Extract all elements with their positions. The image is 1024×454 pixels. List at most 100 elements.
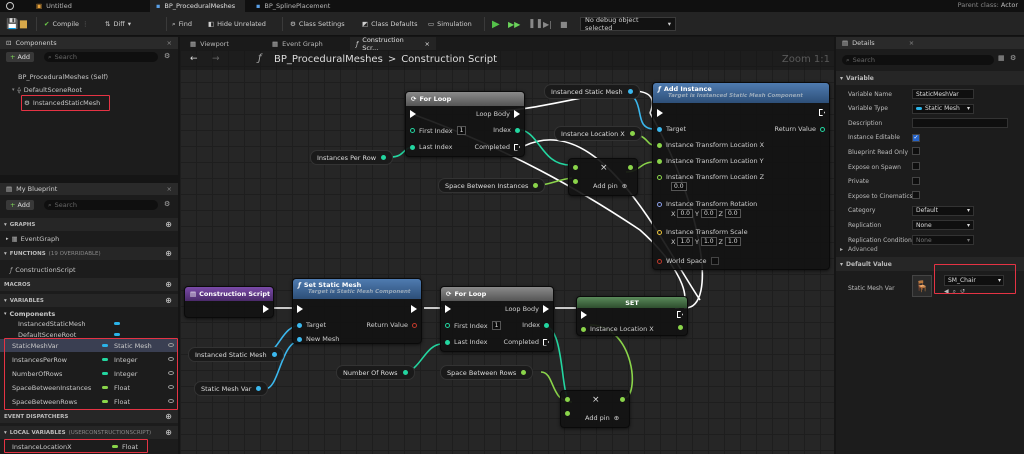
return-value-pin[interactable]: Return Value	[775, 125, 825, 133]
section-event-dispatchers[interactable]: EVENT DISPATCHERS⊕	[0, 410, 178, 423]
browse-button[interactable]: ▆	[20, 17, 27, 31]
debug-object-select[interactable]: No debug object selected▾	[580, 16, 676, 32]
exec-out-pin[interactable]	[677, 311, 683, 318]
settings-gear-icon[interactable]: ⚙	[164, 52, 171, 60]
close-icon[interactable]: ×	[166, 185, 172, 193]
checkbox-icon[interactable]	[912, 147, 920, 156]
section-default-value[interactable]: ▾Default Value	[836, 257, 1024, 271]
loop-body-pin[interactable]: Loop Body	[505, 305, 549, 313]
class-defaults-button[interactable]: ◩Class Defaults	[362, 20, 418, 28]
components-search-input[interactable]: ⌕Search	[44, 52, 158, 62]
section-variables[interactable]: ▾VARIABLES⊕	[0, 294, 178, 307]
detail-checkbox[interactable]	[912, 162, 920, 172]
tab-bp-procedural-meshes[interactable]: ▪BP_ProceduralMeshes	[150, 0, 245, 12]
add-member-button[interactable]: +Add	[6, 200, 35, 210]
eye-icon[interactable]	[168, 343, 174, 347]
detail-dropdown[interactable]: None▾	[912, 235, 974, 245]
exec-in-pin[interactable]	[445, 305, 451, 313]
find-button[interactable]: ⌕Find	[172, 19, 192, 29]
section-macros[interactable]: MACROS⊕	[0, 278, 178, 291]
detail-text-cell[interactable]: StaticMeshVar	[912, 89, 974, 99]
last-index-pin[interactable]: Last Index	[445, 338, 488, 346]
detail-dropdown[interactable]: None▾	[912, 220, 974, 231]
eye-icon[interactable]	[168, 357, 174, 361]
component-instanced-static-mesh[interactable]: ⚙InstancedStaticMesh	[24, 98, 101, 107]
multiply-node[interactable]: × Add pin⊕	[568, 158, 638, 196]
rotation-pin[interactable]: Instance Transform Rotation	[657, 200, 757, 208]
exec-out-pin[interactable]	[819, 109, 825, 116]
first-index-value[interactable]: 1	[491, 321, 502, 330]
variable-item-default-scene-root[interactable]: DefaultSceneRoot	[0, 328, 178, 341]
index-pin[interactable]: Index	[522, 321, 549, 329]
section-advanced[interactable]: ▸Advanced	[840, 245, 878, 253]
tab-bp-spline-placement[interactable]: ▪BP_SplinePlacement	[256, 2, 331, 10]
class-settings-button[interactable]: ⚙Class Settings	[290, 20, 345, 28]
instance-location-x-getter-node[interactable]: Instance Location X	[554, 126, 642, 141]
section-graphs[interactable]: ▾GRAPHS⊕	[0, 218, 178, 231]
detail-dropdown-cell[interactable]: None▾	[912, 235, 974, 245]
add-function-icon[interactable]: ⊕	[165, 249, 172, 258]
component-self[interactable]: BP_ProceduralMeshes (Self)	[18, 72, 109, 81]
section-local-variables[interactable]: ▾LOCAL VARIABLES(USERCONSTRUCTIONSCRIPT)…	[0, 426, 178, 439]
add-dispatcher-icon[interactable]: ⊕	[165, 412, 172, 421]
stop-button[interactable]: ■	[560, 17, 568, 31]
detail-checkbox[interactable]	[912, 191, 920, 201]
add-pin-button[interactable]: Add pin⊕	[585, 414, 620, 422]
eye-icon[interactable]	[168, 371, 174, 375]
space-between-rows-getter-node[interactable]: Space Between Rows	[440, 365, 534, 380]
exec-out-pin[interactable]	[411, 305, 417, 313]
return-value-pin[interactable]: Return Value	[367, 321, 417, 329]
resume-button[interactable]: ▶▶	[508, 17, 520, 31]
target-pin[interactable]: Target	[297, 321, 326, 329]
variable-item-instanced-static-mesh[interactable]: InstancedStaticMesh	[0, 317, 178, 330]
mesh-asset-picker[interactable]: SM_Chair▾	[944, 275, 1004, 286]
location-y-pin[interactable]: Instance Transform Location Y	[657, 157, 764, 165]
last-index-pin[interactable]: Last Index	[410, 143, 453, 151]
settings-gear-icon[interactable]: ⚙	[164, 200, 171, 208]
multiply-node[interactable]: × Add pin⊕	[560, 390, 630, 428]
close-icon[interactable]: ×	[908, 39, 915, 47]
detail-dropdown-cell[interactable]: Default▾	[912, 205, 974, 216]
close-icon[interactable]: ×	[166, 39, 172, 47]
eye-icon[interactable]	[168, 385, 174, 389]
new-mesh-pin[interactable]: New Mesh	[297, 335, 339, 343]
reset-icon[interactable]: ↺	[960, 288, 966, 295]
exec-in-pin[interactable]	[581, 311, 587, 319]
instanced-static-mesh-getter-node[interactable]: Instanced Static Mesh	[544, 84, 640, 99]
details-search-input[interactable]: ⌕Search	[842, 55, 994, 65]
completed-pin[interactable]: Completed	[504, 338, 549, 346]
tab-viewport[interactable]: ▦Viewport	[190, 39, 229, 48]
forward-arrow-icon[interactable]: →	[212, 54, 220, 64]
space-between-instances-getter-node[interactable]: Space Between Instances	[438, 178, 546, 193]
exec-out-pin[interactable]	[263, 305, 269, 313]
back-arrow-icon[interactable]: ←	[190, 54, 198, 64]
detail-checkbox[interactable]: ✓	[912, 133, 920, 142]
section-functions[interactable]: ▾FUNCTIONS(19 OVERRIDABLE)⊕	[0, 247, 178, 260]
instance-location-x-pin[interactable]: Instance Location X	[581, 325, 654, 333]
exec-in-pin[interactable]	[297, 305, 303, 313]
world-space-pin[interactable]: World Space	[657, 257, 719, 265]
variable-name-field[interactable]: StaticMeshVar	[912, 89, 974, 99]
first-index-value[interactable]: 1	[456, 126, 467, 135]
detail-checkbox[interactable]	[912, 176, 920, 187]
location-z-pin[interactable]: Instance Transform Location Z	[657, 173, 764, 181]
graph-item-event-graph[interactable]: ▸▦EventGraph	[6, 234, 60, 243]
loop-body-pin[interactable]: Loop Body	[476, 110, 520, 118]
checkbox-icon[interactable]	[912, 176, 920, 185]
hide-unrelated-button[interactable]: ◧Hide Unrelated	[208, 20, 266, 28]
detail-dropdown-cell[interactable]: None▾	[912, 220, 974, 231]
my-blueprint-search-input[interactable]: ⌕Search	[44, 200, 158, 210]
checkbox-icon[interactable]	[912, 191, 920, 200]
instanced-static-mesh-getter-node[interactable]: Instanced Static Mesh	[188, 347, 284, 362]
detail-dropdown[interactable]: Default▾	[912, 205, 974, 216]
number-of-rows-getter-node[interactable]: Number Of Rows	[336, 365, 415, 380]
